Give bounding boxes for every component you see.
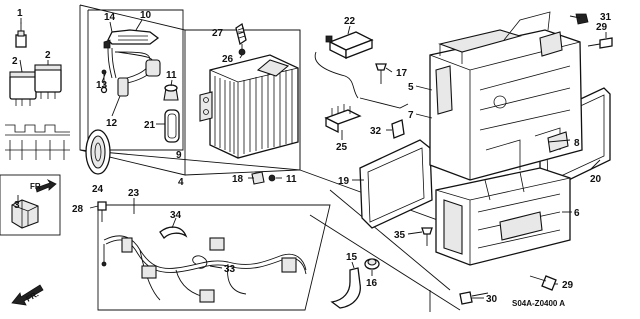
- label-part-29b: 29: [562, 280, 574, 291]
- part-19-seal: [359, 139, 433, 229]
- label-part-22: 22: [344, 16, 356, 27]
- label-part-33: 33: [224, 264, 236, 275]
- part-27-26-valve: [235, 22, 247, 56]
- part-25-connector: [324, 104, 362, 134]
- label-part-32: 32: [370, 126, 382, 137]
- label-part-20: 20: [590, 174, 602, 185]
- leader-lines: [17, 15, 607, 299]
- label-part-31: 31: [600, 12, 612, 23]
- part-28-bolt: [97, 201, 107, 222]
- label-part-17: 17: [396, 68, 408, 79]
- part-21-seal: [164, 109, 180, 143]
- part-29-screw-top: [587, 37, 613, 49]
- label-part-6: 6: [574, 208, 580, 219]
- label-part-11b: 11: [286, 174, 297, 185]
- label-part-10: 10: [140, 10, 152, 21]
- label-part-15: 15: [346, 252, 358, 263]
- wiring-harness: [101, 226, 307, 303]
- part-labels: 1 2 2 3 4 5 6 7 8 9 10 11 11 12 13 14 15…: [12, 8, 612, 305]
- part-35-screw: [421, 227, 433, 246]
- fr-arrow-small-label: FR: [30, 182, 41, 191]
- fr-arrow-large-icon: [11, 284, 44, 306]
- label-part-25: 25: [336, 142, 348, 153]
- label-part-2a: 2: [12, 56, 18, 67]
- part-10-14-tube: [103, 29, 160, 49]
- evaporator-core: [199, 54, 299, 159]
- label-part-29a: 29: [596, 22, 608, 33]
- label-part-4: 4: [178, 177, 184, 188]
- label-part-35: 35: [394, 230, 406, 241]
- label-part-27: 27: [212, 28, 224, 39]
- label-part-19: 19: [338, 176, 350, 187]
- label-part-14: 14: [104, 12, 116, 23]
- part-11-fitting: [163, 84, 179, 101]
- part-30-screw: [459, 291, 489, 305]
- label-part-5: 5: [408, 82, 414, 93]
- label-part-24: 24: [92, 184, 104, 195]
- label-part-2b: 2: [45, 50, 51, 61]
- label-part-11a: 11: [166, 70, 177, 81]
- part-2-relays: [9, 59, 62, 106]
- label-part-12: 12: [106, 118, 118, 129]
- label-part-28: 28: [72, 204, 84, 215]
- part-22-switch: [314, 31, 409, 109]
- label-part-1: 1: [17, 8, 23, 19]
- part-24-grommet: [85, 129, 111, 175]
- label-part-9: 9: [176, 150, 182, 161]
- lower-case: [435, 167, 571, 266]
- label-part-16: 16: [366, 278, 378, 289]
- label-part-7: 7: [408, 110, 414, 121]
- label-part-3: 3: [14, 200, 20, 211]
- label-part-26: 26: [222, 54, 234, 65]
- label-part-30: 30: [486, 294, 498, 305]
- part-3-inset: [0, 174, 61, 236]
- label-part-8: 8: [574, 138, 580, 149]
- label-part-18: 18: [232, 174, 244, 185]
- part-32-clip: [391, 119, 405, 139]
- part-1-clip: [15, 22, 27, 48]
- part-17-screw: [375, 63, 387, 84]
- fr-arrow-small-icon: [35, 178, 57, 193]
- part-13-12-pipes: [100, 47, 161, 97]
- part-29-screw-bottom: [529, 275, 557, 291]
- part-15-drain-hose: [330, 267, 361, 309]
- label-part-34: 34: [170, 210, 182, 221]
- label-part-21: 21: [144, 120, 156, 131]
- part-16-grommet: [364, 258, 380, 270]
- part-18-clip: [251, 171, 276, 185]
- upper-case: [429, 11, 583, 181]
- label-part-13: 13: [96, 80, 108, 91]
- part-31-clip: [575, 13, 589, 25]
- diagram-code: S04A-Z0400 A: [512, 299, 565, 308]
- relay-bracket: [5, 124, 70, 160]
- label-part-23: 23: [128, 188, 140, 199]
